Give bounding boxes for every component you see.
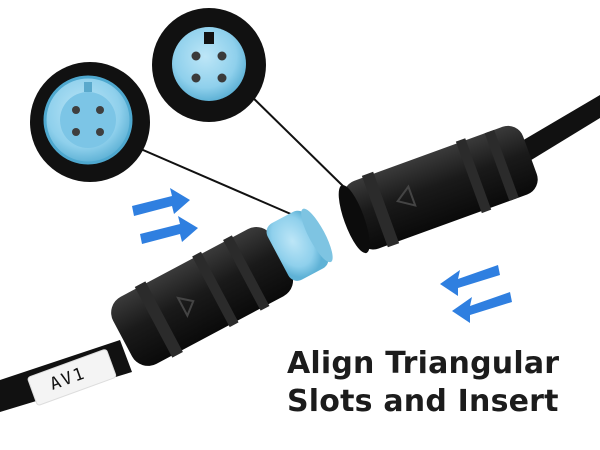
male-connector <box>111 208 333 366</box>
cable-sleeve <box>27 349 117 406</box>
socket <box>191 51 201 61</box>
pin <box>96 128 104 136</box>
pin <box>72 106 80 114</box>
socket <box>217 51 227 61</box>
leader-line-male <box>119 139 301 219</box>
leader-line-female <box>244 89 346 189</box>
socket <box>191 73 201 83</box>
instruction-caption: Align Triangular Slots and Insert <box>287 345 559 421</box>
pin <box>96 106 104 114</box>
insert-arrow-icon <box>440 265 512 323</box>
zoom-male-pins <box>30 62 150 182</box>
insert-arrow-icon <box>132 188 198 244</box>
zoom-female-sockets <box>152 8 266 122</box>
socket <box>217 73 227 83</box>
caption-line-1: Align Triangular <box>287 346 560 381</box>
pin <box>72 128 80 136</box>
caption-line-2: Slots and Insert <box>287 384 559 419</box>
female-connector <box>338 125 538 254</box>
female-cable <box>515 95 600 162</box>
